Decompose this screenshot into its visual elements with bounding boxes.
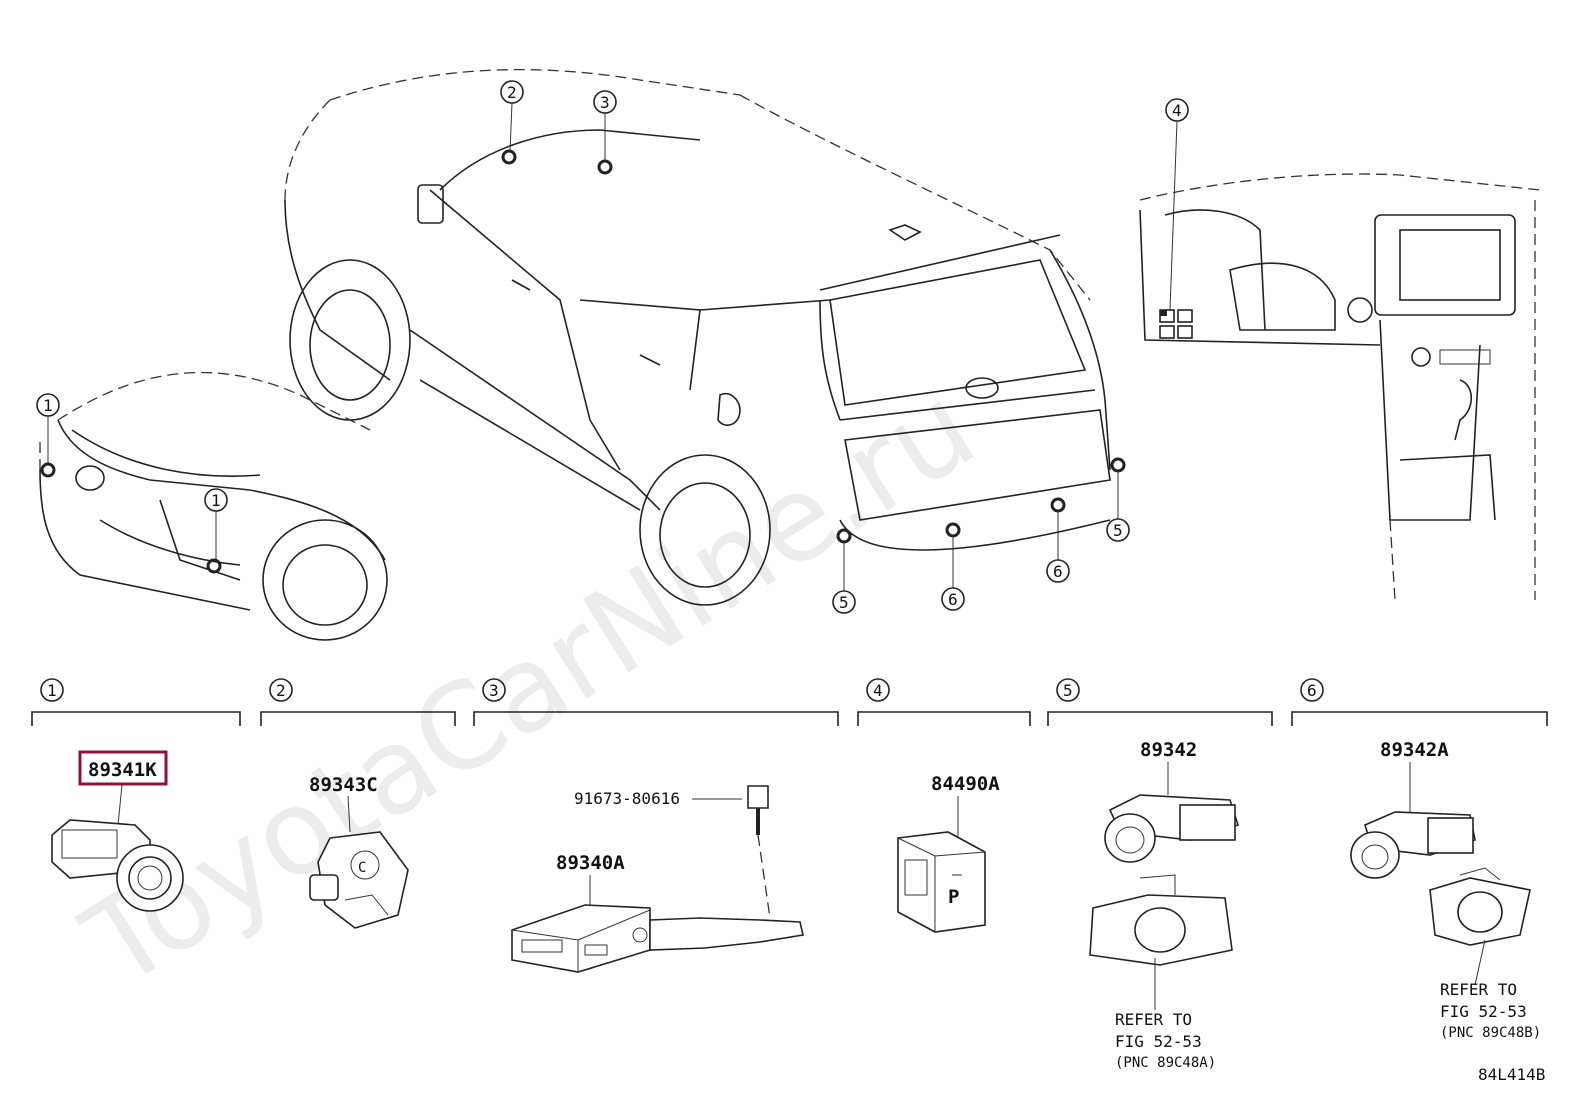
svg-text:C: C	[358, 860, 366, 876]
refer-note-5-line-3: (PNC 89C48A)	[1115, 1055, 1216, 1071]
refer-note-6-line-3: (PNC 89C48B)	[1440, 1025, 1541, 1041]
section-5-num: 5	[1063, 681, 1073, 700]
callout-6b: 6	[1053, 562, 1063, 581]
section-1-sensor: 89341K	[51, 750, 184, 912]
callout-1: 1	[43, 396, 53, 415]
callout-4: 4	[1172, 101, 1182, 120]
refer-note-5-line-1: REFER TO	[1115, 1010, 1192, 1029]
part-number-89341K[interactable]: 89341K	[88, 759, 157, 781]
section-2-num: 2	[276, 681, 286, 700]
callout-1b: 1	[211, 491, 221, 510]
part-number-91673-80616[interactable]: 91673-80616	[574, 789, 680, 808]
section-4-num: 4	[873, 681, 883, 700]
watermark: ToyotaCarNine.ru	[61, 358, 998, 1015]
section-6-sensor: 89342A REFER TO FIG 52-53 (PNC 89C48B)	[1350, 739, 1541, 1041]
section-3-num: 3	[489, 681, 499, 700]
part-number-84490A[interactable]: 84490A	[931, 773, 1000, 795]
refer-note-6-line-2: FIG 52-53	[1440, 1002, 1527, 1021]
section-brackets: 1 2 3 4 5 6	[31, 678, 1548, 726]
part-number-89340A[interactable]: 89340A	[556, 852, 625, 874]
callout-5: 5	[839, 593, 849, 612]
section-2-sensor: 89343C C	[309, 774, 409, 929]
part-number-89342[interactable]: 89342	[1140, 739, 1197, 761]
part-number-89342A[interactable]: 89342A	[1380, 739, 1449, 761]
refer-note-5-line-2: FIG 52-53	[1115, 1032, 1202, 1051]
section-1-num: 1	[47, 681, 57, 700]
park-assist-switch-label: P	[948, 886, 959, 908]
section-6-num: 6	[1307, 681, 1317, 700]
callout-3: 3	[600, 93, 610, 112]
section-3-ecu: 91673-80616 89340A	[511, 785, 804, 973]
section-5-sensor: 89342 REFER TO FIG 52-53 (PNC 89C48A)	[1089, 739, 1240, 1071]
callout-markers: 1 1 2 3 4 5 5 6 6	[36, 80, 1189, 614]
highlight-box	[78, 750, 168, 786]
rear-car-illustration	[284, 68, 1111, 606]
callout-6: 6	[948, 590, 958, 609]
section-4-switch: 84490A P	[897, 773, 1000, 933]
figure-code: 84L414B	[1478, 1065, 1545, 1084]
callout-2: 2	[507, 83, 517, 102]
dashboard-illustration	[1139, 173, 1541, 601]
front-car-illustration	[39, 371, 388, 641]
part-number-89343C[interactable]: 89343C	[309, 774, 378, 796]
callout-5b: 5	[1113, 521, 1123, 540]
refer-note-6-line-1: REFER TO	[1440, 980, 1517, 999]
